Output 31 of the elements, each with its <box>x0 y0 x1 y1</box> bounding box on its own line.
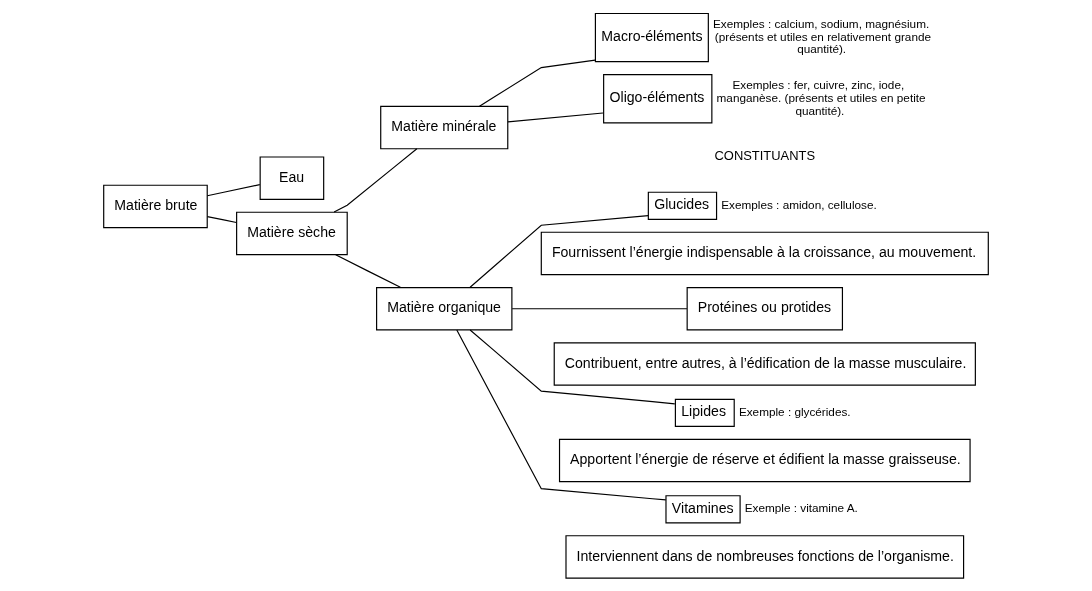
node-box: Fournissent l’énergie indispensable à la croissance, au mouvement. <box>540 231 989 276</box>
node-label: Exemples : amidon, cellulose. <box>721 197 877 211</box>
node-box: Matière minérale <box>380 105 509 150</box>
connector <box>507 112 604 123</box>
connector <box>333 148 418 213</box>
node-box: Matière sèche <box>236 211 348 256</box>
node-box: Oligo-éléments <box>603 74 713 124</box>
node-label: Exemples : fer, cuivre, zinc, iode, manganèse. (présents et utiles en petite quantité). <box>716 77 926 117</box>
node-box: Macro-éléments <box>594 12 709 63</box>
node-box: Apportent l’énergie de réserve et édifient la masse graisseuse. <box>558 438 971 483</box>
connector <box>478 59 596 107</box>
node-box: Matière brute <box>103 184 208 229</box>
node-label: Exemples : calcium, sodium, magnésium. (présents et utiles en relativement grande quantité). <box>713 16 931 56</box>
node-box: Glucides <box>647 191 718 220</box>
connector <box>469 329 676 405</box>
connector <box>335 254 401 288</box>
connector <box>206 184 261 197</box>
node-box: Vitamines <box>665 495 741 524</box>
connector <box>511 308 688 310</box>
node-box: Matière organique <box>376 286 513 331</box>
node-box: Lipides <box>674 398 735 427</box>
connector <box>206 216 237 224</box>
node-box: Contribuent, entre autres, à l’édification de la masse musculaire. <box>553 342 976 386</box>
node-label: Exemple : vitamine A. <box>744 501 858 515</box>
node-box: Interviennent dans de nombreuses fonctions de l’organisme. <box>565 535 965 579</box>
node-box: Protéines ou protides <box>686 286 843 331</box>
node-box: Eau <box>259 156 325 200</box>
label: CONSTITUANTS <box>714 148 816 164</box>
connector <box>469 215 649 288</box>
node-label: Exemple : glycérides. <box>738 404 851 418</box>
connector <box>456 329 667 501</box>
